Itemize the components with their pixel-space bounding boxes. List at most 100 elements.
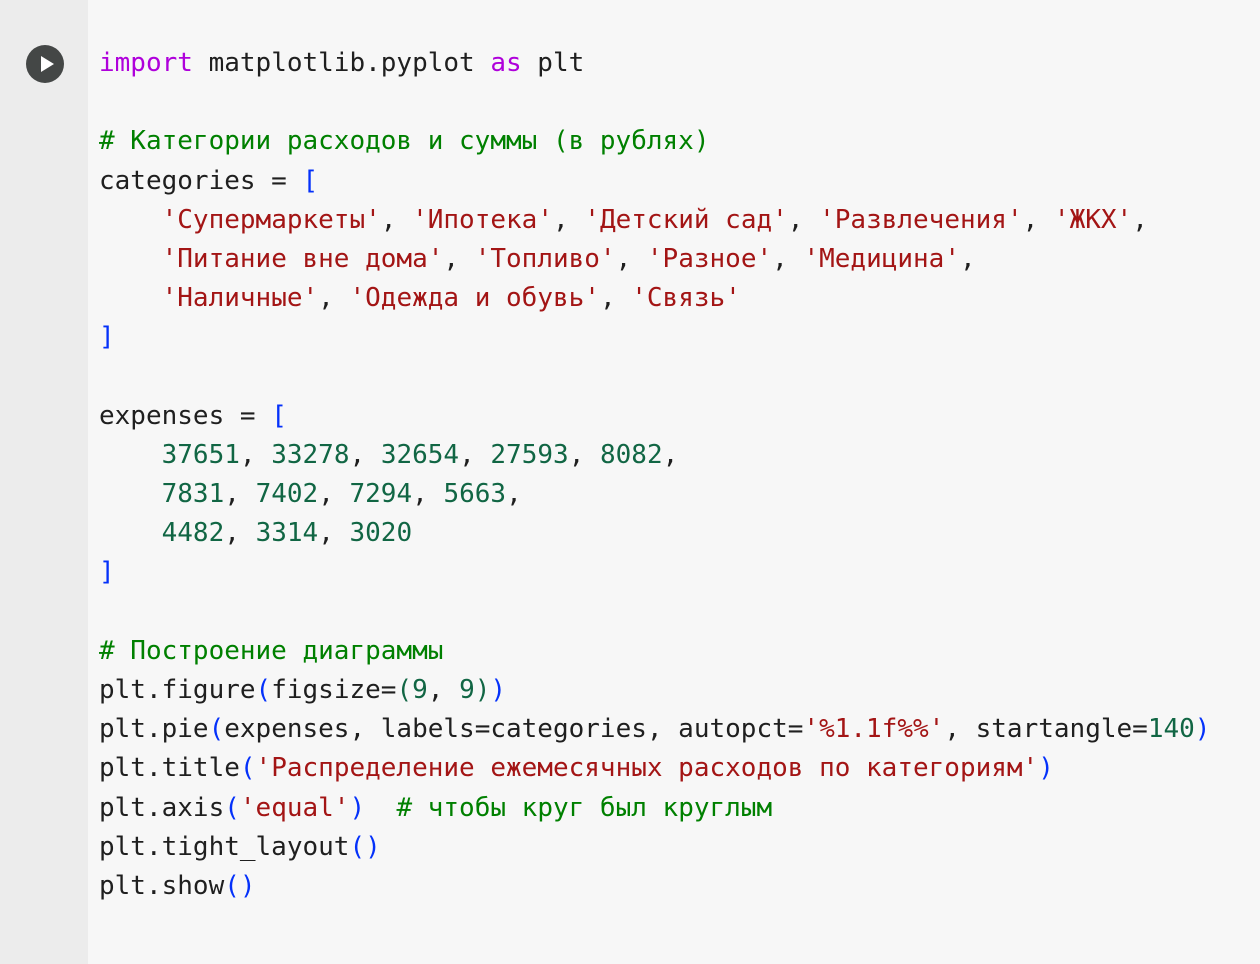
code-token: plt.tight_layout bbox=[99, 831, 350, 862]
code-token: , bbox=[772, 243, 804, 274]
code-token: 'Топливо' bbox=[474, 243, 616, 274]
code-token: 'Ипотека' bbox=[412, 204, 553, 235]
code-token: , bbox=[318, 283, 350, 314]
code-token: 'Медицина' bbox=[803, 243, 960, 274]
code-token: expenses = bbox=[99, 400, 272, 431]
code-token: , bbox=[615, 243, 647, 274]
code-token: 'Распределение ежемесячных расходов по к… bbox=[255, 753, 1039, 784]
code-token: , bbox=[318, 479, 350, 510]
code-token: ) bbox=[349, 792, 366, 823]
code-token: 140 bbox=[1147, 714, 1195, 745]
code-token: , bbox=[224, 518, 256, 549]
code-line: 4482, 3314, 3020 bbox=[99, 514, 1210, 553]
code-token: 'ЖКХ' bbox=[1053, 204, 1133, 235]
code-token: ) bbox=[490, 675, 507, 705]
code-token: 'Питание вне дома' bbox=[161, 243, 444, 274]
code-line: ] bbox=[99, 553, 1210, 592]
code-token: , bbox=[443, 243, 475, 274]
code-token: ( bbox=[208, 714, 225, 745]
code-token: 9 bbox=[459, 675, 475, 705]
code-token: , bbox=[662, 439, 679, 470]
code-token: categories = bbox=[99, 165, 303, 196]
code-token: 7831 bbox=[161, 479, 225, 510]
code-line: ] bbox=[99, 318, 1210, 357]
code-token: ] bbox=[99, 557, 115, 588]
code-token: 3314 bbox=[255, 518, 319, 549]
code-line: 7831, 7402, 7294, 5663, bbox=[99, 475, 1210, 514]
code-token: ( bbox=[396, 675, 413, 705]
code-line bbox=[99, 593, 1210, 632]
code-token: 'Детский сад' bbox=[584, 204, 788, 235]
code-token: plt.title bbox=[99, 753, 240, 784]
code-token: () bbox=[224, 870, 256, 901]
code-token: figsize= bbox=[271, 675, 397, 705]
code-token: 27593 bbox=[490, 439, 569, 470]
code-token: , bbox=[1132, 204, 1148, 235]
code-line: 'Наличные', 'Одежда и обувь', 'Связь' bbox=[99, 279, 1210, 318]
code-line: # Построение диаграммы bbox=[99, 632, 1210, 671]
code-line: plt.tight_layout() bbox=[99, 828, 1210, 867]
code-token: ( bbox=[255, 675, 272, 705]
code-token: plt.figure bbox=[99, 675, 256, 705]
code-line: categories = [ bbox=[99, 162, 1210, 201]
code-token: # Категории расходов и суммы (в рублях) bbox=[99, 126, 710, 157]
code-token: 37651 bbox=[161, 439, 240, 470]
code-token: 7402 bbox=[255, 479, 319, 510]
code-token: expenses, labels=categories, autopct= bbox=[224, 714, 804, 745]
code-line: plt.axis('equal') # чтобы круг был кругл… bbox=[99, 789, 1210, 828]
code-line: 37651, 33278, 32654, 27593, 8082, bbox=[99, 436, 1210, 475]
code-token: as bbox=[490, 48, 522, 78]
code-token: 'Разное' bbox=[646, 243, 773, 274]
code-token: , bbox=[380, 204, 413, 235]
code-token: ] bbox=[99, 322, 115, 353]
code-token: , bbox=[459, 439, 491, 470]
code-token: 4482 bbox=[161, 518, 225, 549]
code-line: plt.title('Распределение ежемесячных рас… bbox=[99, 749, 1210, 788]
code-token: , bbox=[787, 204, 820, 235]
code-token: , bbox=[318, 518, 350, 549]
code-token: 33278 bbox=[271, 439, 350, 470]
code-token: [ bbox=[271, 400, 287, 431]
code-token: , bbox=[568, 439, 600, 470]
code-token: plt bbox=[521, 48, 585, 78]
code-token: plt.show bbox=[99, 870, 225, 901]
code-token: [ bbox=[302, 165, 319, 196]
code-token: , bbox=[412, 479, 444, 510]
code-token: 'Одежда и обувь' bbox=[349, 283, 600, 314]
play-icon bbox=[41, 56, 54, 72]
run-cell-button[interactable] bbox=[26, 45, 64, 83]
code-token bbox=[99, 283, 162, 313]
code-token: ( bbox=[224, 792, 240, 823]
code-token: import bbox=[99, 48, 193, 78]
code-token: 'Супермаркеты' bbox=[161, 204, 381, 235]
code-token: , bbox=[1022, 204, 1054, 235]
code-editor[interactable] bbox=[88, 0, 1260, 964]
code-line bbox=[99, 83, 1210, 122]
code-token: plt.axis bbox=[99, 792, 225, 823]
code-token: 5663 bbox=[443, 479, 507, 510]
cell-gutter bbox=[0, 0, 88, 964]
code-token bbox=[365, 793, 396, 823]
code-token: ) bbox=[1194, 714, 1211, 745]
code-token: 8082 bbox=[600, 439, 663, 470]
code-text[interactable]: import matplotlib.pyplot as plt # Категор… bbox=[99, 44, 1210, 906]
code-line: 'Питание вне дома', 'Топливо', 'Разное',… bbox=[99, 240, 1210, 279]
code-token: , bbox=[552, 204, 585, 235]
code-token: 3020 bbox=[349, 518, 413, 549]
code-token: # Построение диаграммы bbox=[99, 635, 444, 666]
code-token bbox=[99, 518, 162, 548]
code-token: 9 bbox=[412, 675, 428, 705]
code-token: , bbox=[506, 479, 522, 510]
code-token: 'equal' bbox=[239, 792, 350, 823]
code-token: , startangle= bbox=[944, 714, 1148, 745]
code-line: import matplotlib.pyplot as plt bbox=[99, 44, 1210, 83]
code-token: 'Связь' bbox=[631, 283, 741, 314]
code-line: # Категории расходов и суммы (в рублях) bbox=[99, 122, 1210, 161]
code-token: plt.pie bbox=[99, 714, 209, 745]
code-token: , bbox=[349, 439, 381, 470]
code-token: matplotlib.pyplot bbox=[192, 48, 491, 78]
code-token bbox=[99, 205, 162, 235]
code-line: expenses = [ bbox=[99, 397, 1210, 436]
code-line: plt.figure(figsize=(9, 9)) bbox=[99, 671, 1210, 710]
